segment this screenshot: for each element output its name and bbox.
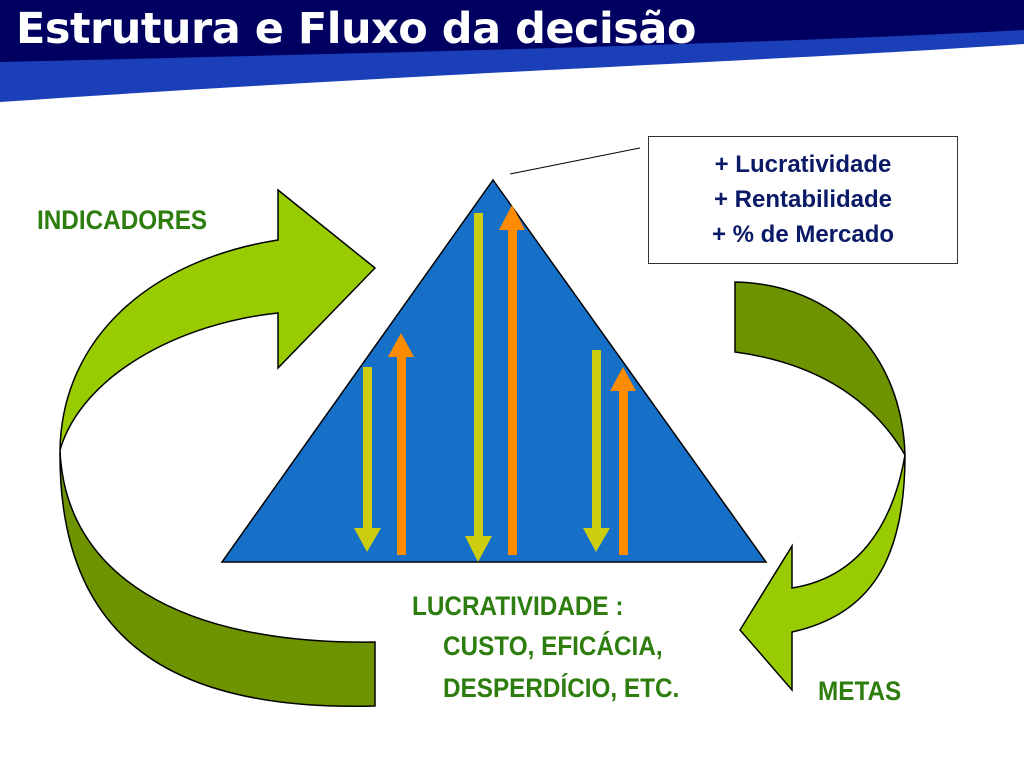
left-arrow-back-band — [59, 449, 376, 708]
objectives-callout-box: + Lucratividade + Rentabilidade + % de M… — [648, 136, 958, 264]
down-arrow-right — [583, 350, 610, 552]
lucratividade-detail-line2: DESPERDÍCIO, ETC. — [443, 673, 680, 703]
right-arrow-front-band — [739, 454, 906, 693]
left-cycle-arrow — [59, 188, 377, 708]
header-banner — [0, 0, 1024, 102]
right-cycle-arrow — [734, 281, 906, 693]
callout-line-mercado: + % de Mercado — [711, 221, 895, 248]
header-swoosh-navy — [0, 0, 1024, 62]
decision-pyramid — [220, 178, 768, 563]
up-arrow-left — [388, 333, 414, 555]
callout-line-rentabilidade: + Rentabilidade — [713, 186, 893, 213]
indicadores-label: INDICADORES — [37, 205, 208, 235]
slide-title: Estrutura e Fluxo da decisão — [16, 4, 696, 54]
left-arrow-front-band — [59, 188, 377, 451]
right-arrow-back-band — [734, 281, 906, 456]
callout-line-lucratividade: + Lucratividade — [714, 151, 892, 178]
down-arrow-center — [465, 213, 492, 562]
down-arrow-left — [354, 367, 381, 552]
metas-label: METAS — [818, 676, 902, 706]
lucratividade-detail-line1: CUSTO, EFICÁCIA, — [443, 631, 663, 661]
up-arrow-center — [499, 205, 525, 555]
lucratividade-label: LUCRATIVIDADE : — [412, 591, 624, 621]
up-arrow-right — [610, 367, 636, 555]
callout-leader-line — [509, 147, 641, 175]
